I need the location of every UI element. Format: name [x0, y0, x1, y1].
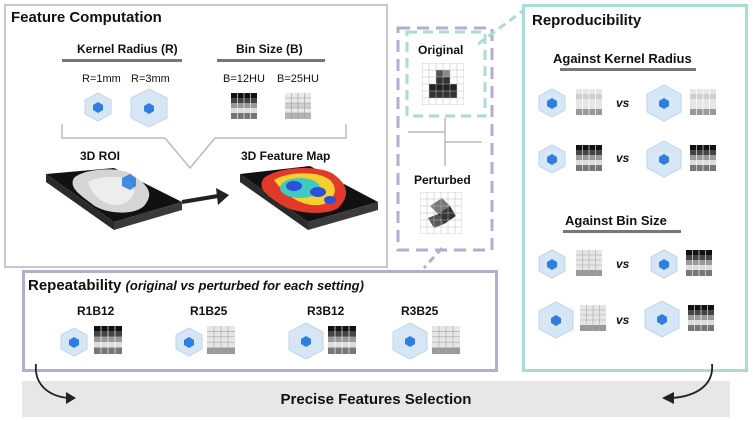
repro-b2-grid-a-icon — [580, 305, 606, 331]
against-kernel-underline — [560, 68, 696, 71]
r1b12-grid-icon — [94, 326, 122, 354]
setting-r3b12-label: R3B12 — [307, 304, 345, 318]
repro-vs-1: vs — [616, 96, 630, 110]
b12-label: B=12HU — [223, 73, 265, 85]
repro-b1-grid-b-icon — [686, 250, 712, 276]
right-curved-arrow-icon — [662, 363, 713, 404]
bin-size-underline — [217, 59, 325, 62]
repro-b1-grid-a-icon — [576, 250, 602, 276]
perturbed-label: Perturbed — [414, 173, 471, 187]
r3b25-grid-icon — [432, 326, 460, 354]
repro-k1-hex-large-icon — [646, 84, 682, 122]
kernel-radius-underline — [62, 59, 182, 62]
precise-features-selection-bar: Precise Features Selection — [22, 381, 730, 417]
repro-k2-hex-small-icon — [538, 144, 566, 174]
against-kernel-label: Against Kernel Radius — [553, 51, 692, 66]
repro-b2-grid-b-icon — [688, 305, 714, 331]
repro-k2-grid-b-icon — [690, 145, 716, 171]
r3-label: R=3mm — [131, 73, 170, 85]
original-grid-icon — [422, 63, 464, 105]
bin-12-grid-icon — [231, 93, 257, 119]
bin-25-grid-icon — [285, 93, 311, 119]
feature-computation-title: Feature Computation — [11, 9, 162, 26]
setting-r1b12-label: R1B12 — [77, 304, 115, 318]
setting-r1b25-label: R1B25 — [190, 304, 228, 318]
b25-label: B=25HU — [277, 73, 319, 85]
repro-vs-2: vs — [616, 151, 630, 165]
repro-k1-grid-b-icon — [690, 89, 716, 115]
r3b25-hex-icon — [392, 322, 428, 360]
repeatability-title: Repeatability (original vs perturbed for… — [28, 277, 364, 294]
repro-k2-grid-a-icon — [576, 145, 602, 171]
r1-label: R=1mm — [82, 73, 121, 85]
kernel-large-icon — [130, 88, 168, 128]
kernel-radius-label: Kernel Radius (R) — [77, 42, 178, 56]
reproducibility-title: Reproducibility — [532, 12, 642, 29]
repro-vs-4: vs — [616, 313, 630, 327]
repeatability-subtitle: (original vs perturbed for each setting) — [125, 278, 364, 293]
funnel-lines — [61, 124, 347, 170]
kernel-small-icon — [84, 92, 112, 122]
original-to-repro-connector — [478, 8, 525, 46]
roi-label: 3D ROI — [80, 149, 121, 163]
repro-b2-hex-b-icon — [644, 300, 680, 338]
feature-map-label: 3D Feature Map — [241, 149, 331, 163]
r1b25-hex-icon — [175, 327, 203, 357]
r1b12-hex-icon — [60, 327, 88, 357]
repro-k1-grid-a-icon — [576, 89, 602, 115]
repro-b1-hex-b-icon — [650, 249, 678, 279]
against-bin-underline — [563, 230, 681, 233]
repro-k1-hex-small-icon — [538, 88, 566, 118]
r3b12-grid-icon — [328, 326, 356, 354]
r3b12-hex-icon — [288, 322, 324, 360]
left-curved-arrow-icon — [35, 363, 76, 404]
repro-k2-hex-large-icon — [646, 140, 682, 178]
r1b25-grid-icon — [207, 326, 235, 354]
repeatability-panel — [22, 270, 498, 372]
feature-map-image — [240, 166, 378, 230]
perturbed-grid-icon — [420, 192, 462, 234]
repro-b1-hex-icon — [538, 249, 566, 279]
roi-slab-image — [46, 168, 182, 230]
bin-size-label: Bin Size (B) — [236, 42, 303, 56]
setting-r3b25-label: R3B25 — [401, 304, 439, 318]
repro-vs-3: vs — [616, 257, 630, 271]
perturbed-to-repeat-connector — [422, 246, 444, 270]
repro-b2-hex-icon — [538, 301, 574, 339]
compute-arrow-icon — [181, 188, 229, 205]
repeatability-title-main: Repeatability — [28, 277, 122, 294]
middle-connector-lines — [408, 118, 482, 166]
middle-dashed-frame — [396, 26, 494, 252]
precise-features-selection-label: Precise Features Selection — [280, 390, 472, 408]
original-label: Original — [418, 43, 464, 57]
against-bin-label: Against Bin Size — [565, 213, 667, 228]
